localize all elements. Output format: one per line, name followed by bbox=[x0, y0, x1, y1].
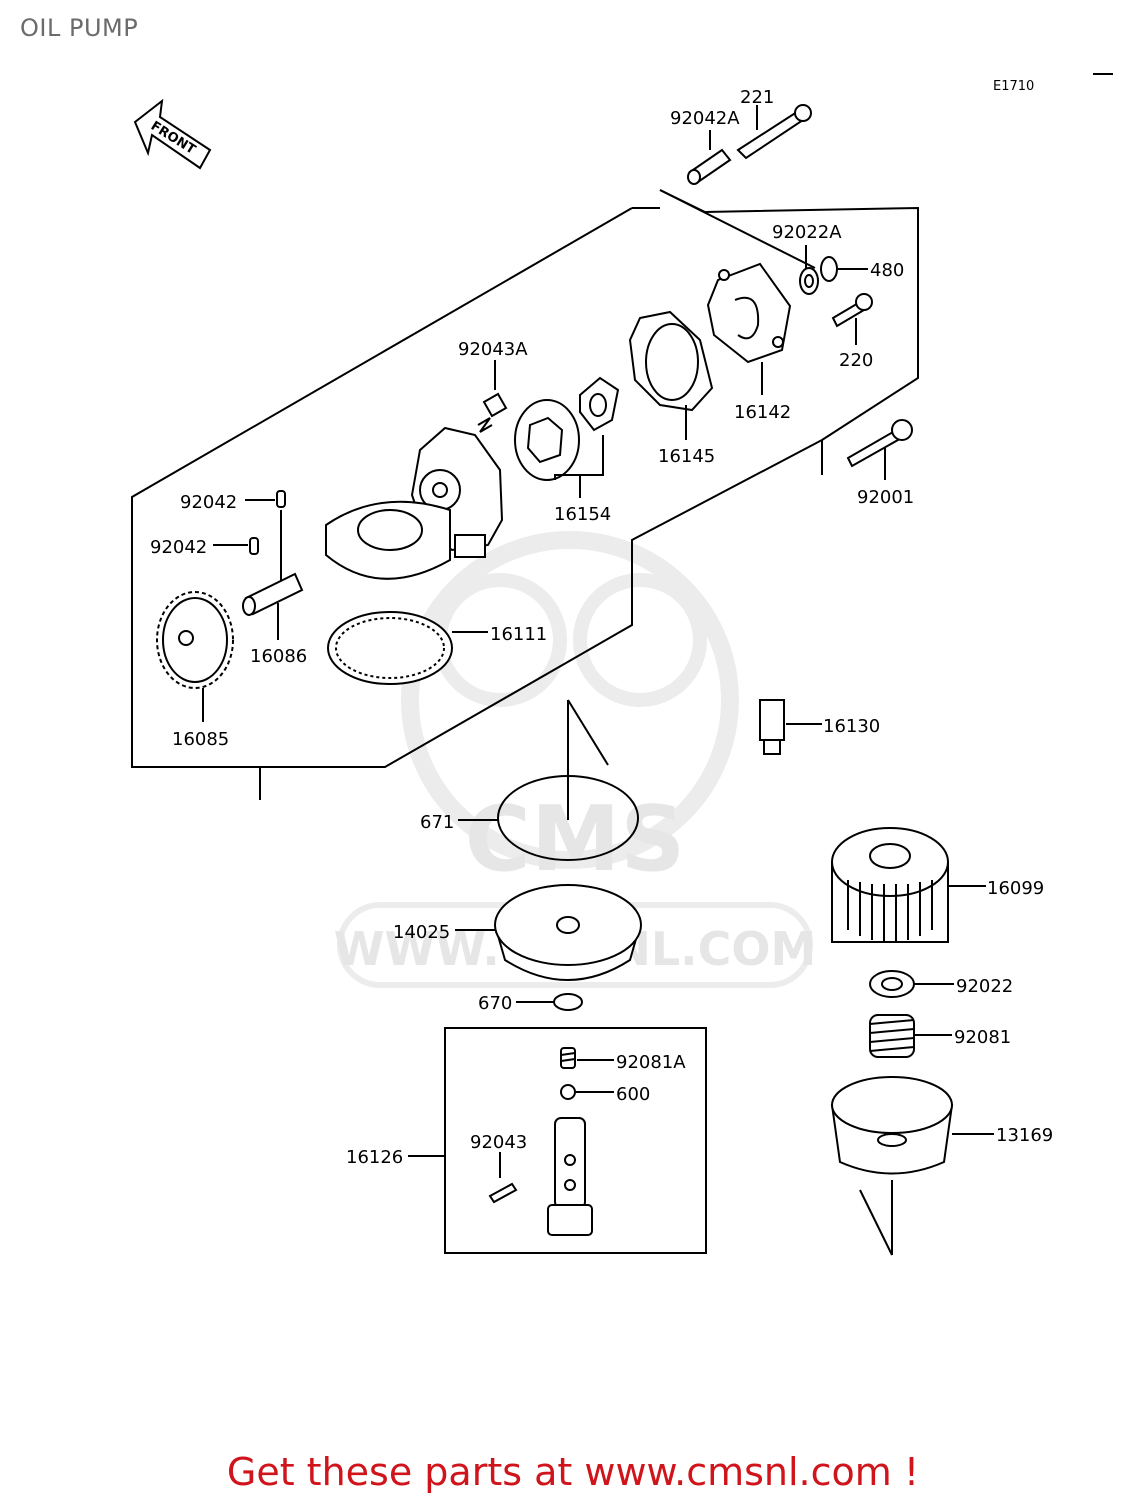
washer-92022 bbox=[869, 970, 915, 998]
circlip-480 bbox=[820, 256, 838, 282]
label-16126: 16126 bbox=[346, 1147, 403, 1168]
label-16085: 16085 bbox=[172, 729, 229, 750]
label-92022: 92022 bbox=[956, 976, 1013, 997]
washer-92022A bbox=[799, 267, 819, 295]
label-16154: 16154 bbox=[554, 504, 611, 525]
oil-filter-16099 bbox=[831, 827, 949, 943]
axis-line-13169-b bbox=[859, 1189, 893, 1256]
spring-92081 bbox=[869, 1014, 915, 1058]
outer-rotor bbox=[514, 399, 580, 481]
label-16142: 16142 bbox=[734, 402, 791, 423]
dowel-92042-bottom bbox=[249, 537, 259, 555]
spring-92081A bbox=[560, 1047, 576, 1069]
inner-rotor bbox=[579, 376, 620, 432]
assembly-outline bbox=[131, 207, 823, 768]
label-13169: 13169 bbox=[996, 1125, 1053, 1146]
dowel-seat bbox=[477, 417, 493, 433]
pin-92043 bbox=[488, 1182, 518, 1204]
label-14025: 14025 bbox=[393, 922, 450, 943]
label-16086: 16086 bbox=[250, 646, 307, 667]
bolt-220 bbox=[831, 293, 873, 328]
label-16130: 16130 bbox=[823, 716, 880, 737]
label-92001: 92001 bbox=[857, 487, 914, 508]
pump-plate bbox=[325, 500, 451, 580]
label-92043A: 92043A bbox=[458, 339, 528, 360]
fitting-16130 bbox=[759, 699, 785, 755]
label-16145: 16145 bbox=[658, 446, 715, 467]
label-16111: 16111 bbox=[490, 624, 547, 645]
relief-valve-body bbox=[547, 1117, 593, 1236]
bolt-221 bbox=[736, 104, 812, 160]
label-92042-bottom: 92042 bbox=[150, 537, 207, 558]
promo-link[interactable]: Get these parts at www.cmsnl.com ! bbox=[226, 1450, 920, 1494]
cover-14025 bbox=[493, 884, 642, 981]
label-220: 220 bbox=[839, 350, 873, 371]
label-480: 480 bbox=[870, 260, 904, 281]
label-92022A: 92022A bbox=[772, 222, 842, 243]
watermark-logo: CMS bbox=[465, 787, 685, 892]
ball-600 bbox=[560, 1084, 576, 1100]
strainer-16111 bbox=[327, 611, 453, 685]
bolt-92001 bbox=[846, 419, 913, 468]
label-670: 670 bbox=[478, 993, 512, 1014]
dowel-92042A bbox=[687, 148, 732, 185]
oring-671 bbox=[497, 775, 639, 861]
label-92081: 92081 bbox=[954, 1027, 1011, 1048]
gear-16085 bbox=[156, 591, 234, 689]
axis-line-671-b bbox=[567, 699, 609, 766]
dowel-92043A bbox=[482, 392, 508, 418]
label-221: 221 bbox=[740, 87, 774, 108]
label-92042-top: 92042 bbox=[180, 492, 237, 513]
label-92081A: 92081A bbox=[616, 1052, 686, 1073]
relief-valve-box bbox=[444, 1027, 707, 1254]
diagram-code: E1710 bbox=[993, 79, 1034, 94]
gasket-16145 bbox=[628, 310, 714, 412]
label-671: 671 bbox=[420, 812, 454, 833]
label-92043: 92043 bbox=[470, 1132, 527, 1153]
label-600: 600 bbox=[616, 1084, 650, 1105]
leader-bolt-axis bbox=[659, 189, 816, 269]
shaft-16086 bbox=[242, 572, 304, 616]
front-arrow: FRONT bbox=[133, 98, 212, 170]
label-16099: 16099 bbox=[987, 878, 1044, 899]
page-title: OIL PUMP bbox=[20, 14, 139, 42]
label-92042A: 92042A bbox=[670, 108, 740, 129]
filter-cover-13169 bbox=[830, 1076, 954, 1175]
oring-670 bbox=[553, 993, 583, 1011]
dowel-92042-top bbox=[276, 490, 286, 508]
pump-cover-16142 bbox=[706, 262, 792, 364]
